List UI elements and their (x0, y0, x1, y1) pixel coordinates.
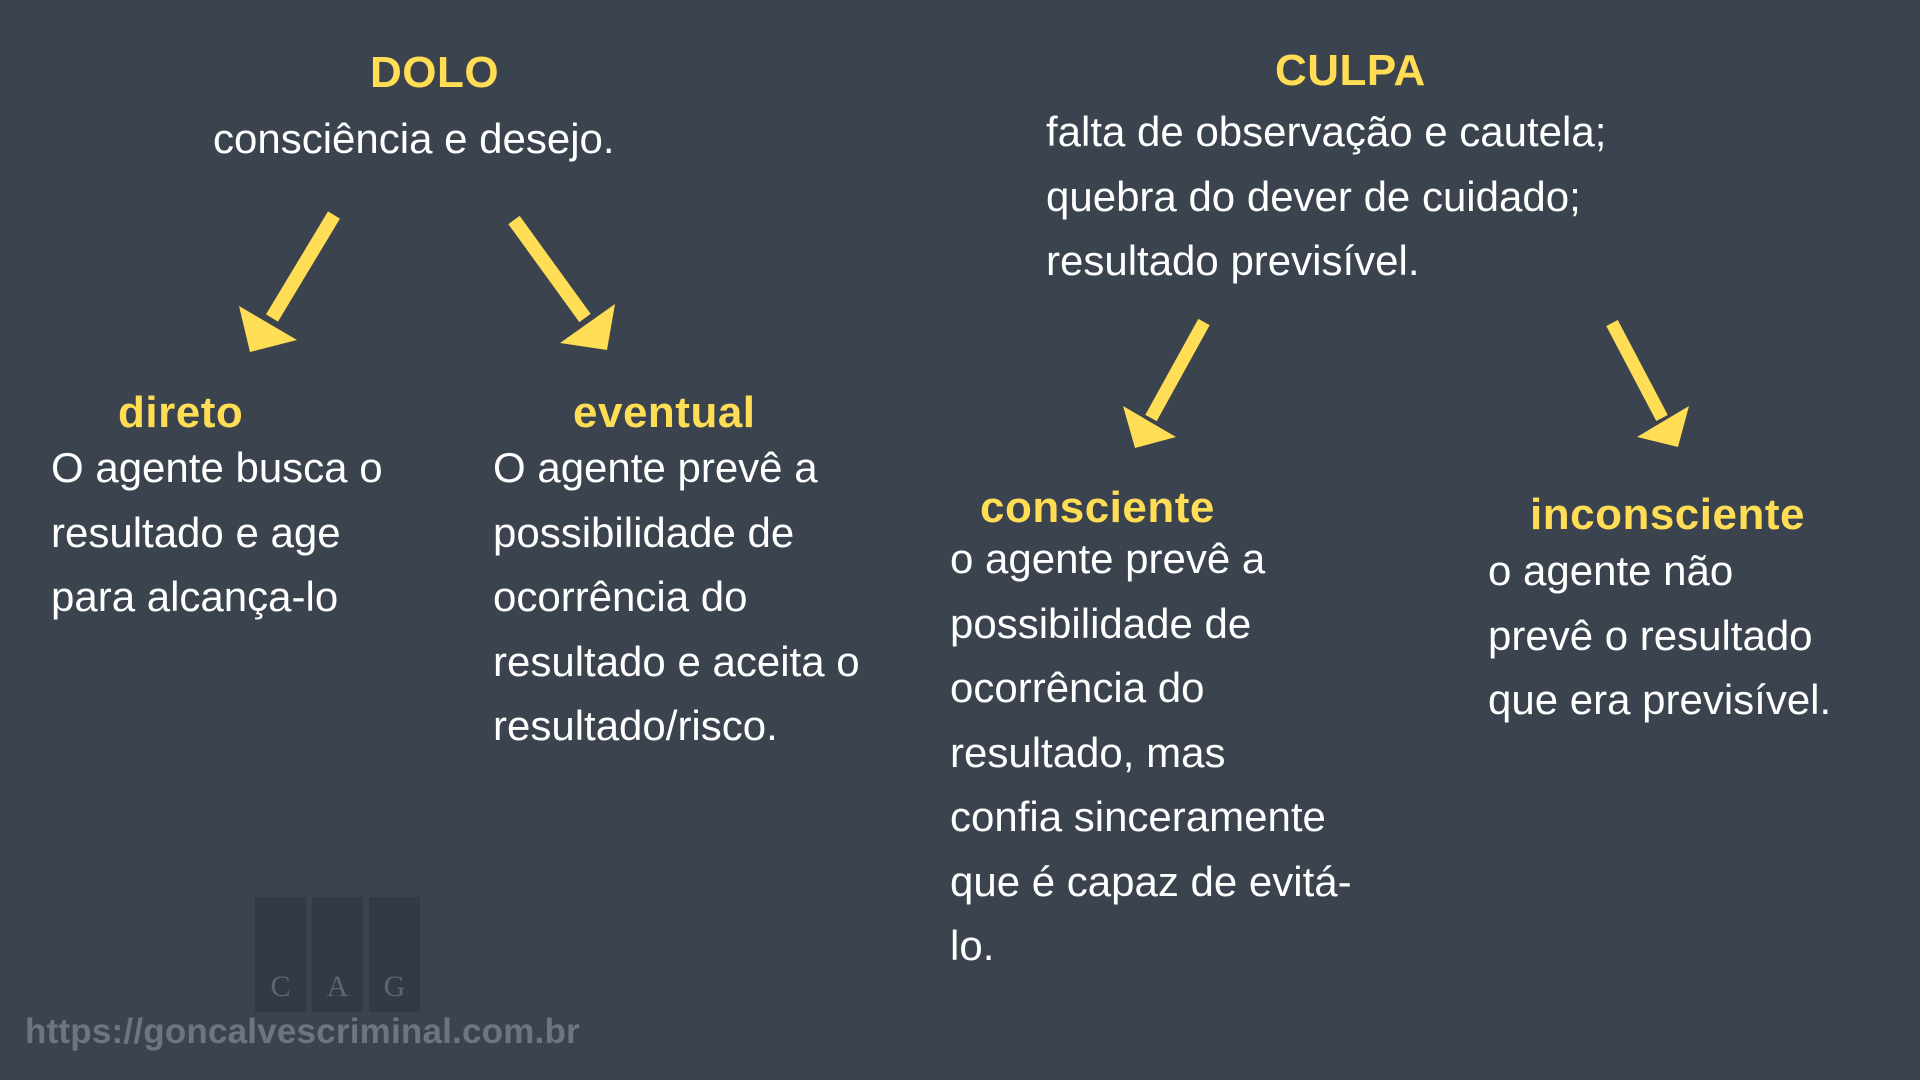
description-line: lo. (950, 922, 995, 969)
description-line: que é capaz de evitá- (950, 857, 1352, 905)
description-line: resultado e aceita o (493, 637, 860, 685)
dolo-title: DOLO (370, 48, 500, 97)
culpa-definition-line: resultado previsível. (1046, 237, 1420, 284)
logo-letter-c: C (255, 897, 306, 1012)
culpa-definition-line: falta de observação e cautela; (1046, 108, 1607, 155)
culpa-consciente-description: o agente prevê a possibilidade de ocorrê… (950, 527, 1352, 979)
description-line: o agente prevê a (950, 535, 1266, 582)
description-line: ocorrência do (493, 573, 748, 620)
culpa-inconsciente-description: o agente não prevê o resultado que era p… (1488, 539, 1831, 733)
arrow-down-left-icon (239, 211, 340, 352)
culpa-title: CULPA (1275, 46, 1426, 95)
description-line: resultado, mas (950, 728, 1226, 776)
dolo-definition: consciência e desejo. (213, 107, 615, 172)
website-url[interactable]: https://goncalvescriminal.com.br (25, 1012, 580, 1051)
description-line: O agente busca o (51, 444, 383, 491)
arrow-down-right-icon (1606, 319, 1689, 447)
culpa-definition-line: quebra do dever de cuidado; (1046, 172, 1581, 220)
description-line: para alcança-lo (51, 573, 339, 620)
description-line: resultado/risco. (493, 702, 778, 749)
dolo-direto-title: direto (118, 388, 244, 437)
dolo-definition-text: consciência e desejo. (213, 115, 615, 162)
cag-logo: C A G (255, 897, 420, 1012)
description-line: O agente prevê a (493, 444, 818, 491)
logo-letter-g: G (369, 897, 420, 1012)
arrow-down-left-icon (1123, 318, 1210, 448)
dolo-eventual-title: eventual (573, 388, 756, 437)
dolo-eventual-description: O agente prevê a possibilidade de ocorrê… (493, 436, 860, 759)
dolo-direto-description: O agente busca o resultado e age para al… (51, 436, 383, 630)
description-line: possibilidade de (950, 599, 1252, 647)
culpa-definition: falta de observação e cautela; quebra do… (1046, 100, 1606, 294)
culpa-inconsciente-title: inconsciente (1530, 490, 1805, 539)
description-line: possibilidade de (493, 508, 795, 556)
culpa-consciente-title: consciente (980, 483, 1215, 532)
description-line: prevê o resultado (1488, 611, 1813, 659)
logo-letter-a: A (312, 897, 363, 1012)
description-line: ocorrência do (950, 664, 1205, 711)
description-line: resultado e age (51, 508, 341, 556)
arrow-down-right-icon (508, 215, 615, 350)
description-line: que era previsível. (1488, 676, 1832, 723)
description-line: confia sinceramente (950, 793, 1326, 840)
description-line: o agente não (1488, 547, 1734, 594)
